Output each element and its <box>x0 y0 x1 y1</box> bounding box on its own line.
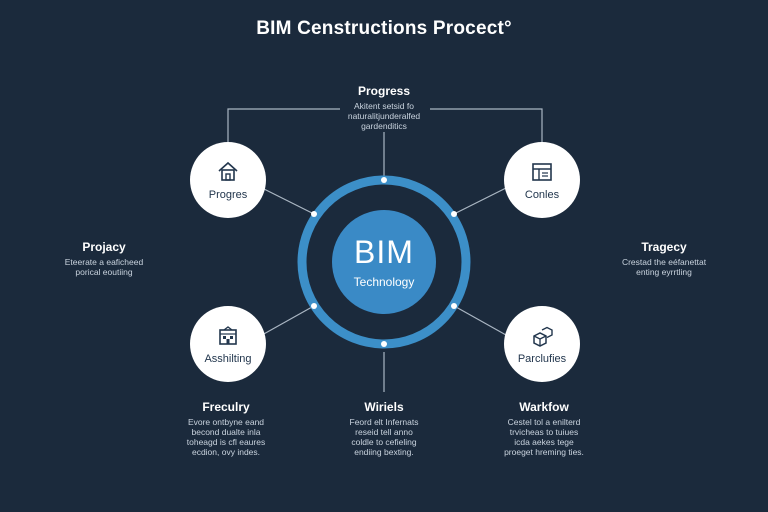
hub-label: BIM <box>354 234 414 270</box>
block-text-line: coldle to cefieling <box>351 437 417 447</box>
building-icon <box>219 325 237 345</box>
block-text-line: icda aekes tege <box>514 437 574 447</box>
house-icon <box>218 161 238 181</box>
hub-inner-fill <box>332 210 436 314</box>
block-bottom-left: Freculry Evore ontbyne eand becond dualt… <box>164 400 288 457</box>
block-text-line: porical eoutiing <box>75 267 133 277</box>
block-heading: Progress <box>357 84 411 98</box>
node-bottom-right: Parclufies <box>504 306 580 382</box>
node-label: Parclufies <box>517 352 567 365</box>
block-text-line: Crestad the eéfanettat <box>621 257 707 267</box>
connector-top-right <box>455 187 507 214</box>
connector-top-left <box>261 187 313 214</box>
block-text-line: trvicheas to tuiues <box>509 427 579 437</box>
block-text-line: Akitent setsid fo <box>353 101 414 111</box>
connector-bottom-right <box>455 306 507 336</box>
block-text-line: reseid tell anno <box>355 427 413 437</box>
block-text-line: naturalitjunderalfed <box>347 111 421 121</box>
block-text-line: gardenditics <box>361 121 407 131</box>
block-top: Progress Akitent setsid fo naturalitjund… <box>314 84 454 131</box>
document-panel-icon <box>532 162 552 181</box>
ring-dot <box>381 177 387 183</box>
node-label: Asshilting <box>204 352 252 365</box>
node-label: Conles <box>524 188 560 201</box>
connector-bottom-left <box>261 306 313 336</box>
top-bracket-line <box>227 108 340 150</box>
block-bottom-right: Warkfow Cestel tol a enilterd trvicheas … <box>480 400 608 457</box>
block-text-line: toheagd is cfl eaures <box>186 437 266 447</box>
top-bracket-line-right <box>430 108 543 150</box>
node-top-right: Conles <box>504 142 580 218</box>
block-bottom-center: Wiriels Feord elt Infernats reseid tell … <box>322 400 446 457</box>
block-text-line: proeget hreming ties. <box>504 447 584 457</box>
node-top-left: Progres <box>190 142 266 218</box>
ring-dot <box>311 211 317 217</box>
node-bottom-left: Asshilting <box>190 306 266 382</box>
block-text-line: Feord elt Infernats <box>349 417 419 427</box>
block-heading: Warkfow <box>519 400 569 414</box>
block-text-line: endiing bexting. <box>354 447 414 457</box>
block-text-line: Eteerate a eaficheed <box>64 257 144 267</box>
block-text-line: Evore ontbyne eand <box>187 417 265 427</box>
page-title: BIM Censtructions Procect° <box>256 18 512 39</box>
block-heading: Tragecy <box>641 240 687 254</box>
block-text-line: Cestel tol a enilterd <box>507 417 581 427</box>
block-text-line: becond dualte inla <box>191 427 261 437</box>
block-right: Tragecy Crestad the eéfanettat enting ey… <box>598 240 730 277</box>
ring-dot <box>451 211 457 217</box>
node-label: Progres <box>208 188 248 201</box>
hub-sublabel: Technology <box>353 275 415 289</box>
ring-dot <box>381 341 387 347</box>
block-heading: Freculry <box>202 400 250 414</box>
block-left: Projacy Eteerate a eaficheed porical eou… <box>40 240 168 277</box>
block-text-line: ecdion, ovy indes. <box>191 447 261 457</box>
cubes-icon <box>533 326 553 347</box>
block-heading: Wiriels <box>364 400 404 414</box>
block-heading: Projacy <box>82 240 126 254</box>
block-text-line: enting eyrrtling <box>636 267 692 277</box>
ring-dot <box>451 303 457 309</box>
ring-dot <box>311 303 317 309</box>
